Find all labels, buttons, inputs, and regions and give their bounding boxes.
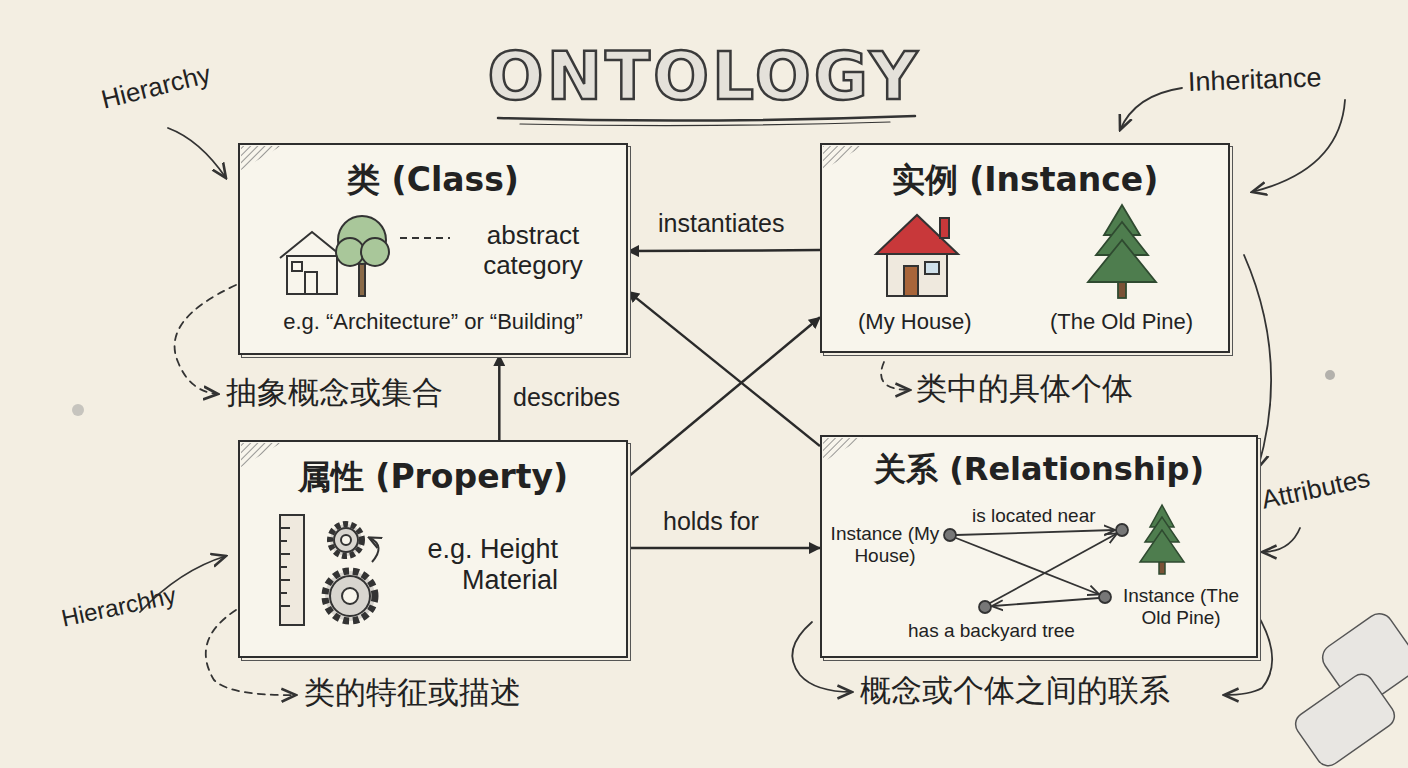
chinese-caption: 概念或个体之间的联系 bbox=[860, 674, 1170, 708]
red-house-icon bbox=[876, 215, 958, 296]
connector-arrow bbox=[628, 250, 820, 251]
title-underline bbox=[498, 116, 915, 121]
node-heading: 实例 (Instance) bbox=[892, 161, 1159, 199]
dash-leader bbox=[400, 237, 450, 239]
node-note: abstract category bbox=[458, 221, 608, 281]
connector-arrow bbox=[628, 291, 820, 446]
gears-icon bbox=[325, 524, 379, 621]
edge-label: describes bbox=[510, 384, 623, 412]
annotation: Attributes bbox=[1259, 463, 1372, 514]
connector-arrow bbox=[498, 355, 501, 440]
tree-icon bbox=[336, 216, 389, 296]
instance-name: (The Old Pine) bbox=[1050, 309, 1193, 334]
concept-box: 类 (Class) abstract category e.g. “Architec… bbox=[238, 143, 628, 355]
connector-arrow bbox=[628, 317, 820, 477]
annotation: Hierarchhy bbox=[59, 582, 178, 632]
instance-name: (My House) bbox=[858, 309, 972, 334]
graph-node-label: Instance (My House) bbox=[828, 523, 942, 567]
dashed-leader bbox=[881, 362, 910, 390]
smudge bbox=[1325, 370, 1335, 380]
eraser bbox=[1291, 608, 1408, 768]
node-heading: 属性 (Property) bbox=[298, 458, 568, 496]
leader-arrow bbox=[168, 128, 226, 178]
node-example: e.g. Height Material bbox=[408, 534, 558, 596]
annotation: Inheritance bbox=[1187, 63, 1322, 97]
title-underline bbox=[520, 122, 890, 126]
relation-graph bbox=[944, 524, 1128, 613]
smudge bbox=[72, 404, 84, 416]
connector-arrow bbox=[628, 547, 820, 550]
concept-box: 关系 (Relationship) Instance (My House) is l… bbox=[820, 435, 1258, 658]
edge-label: holds for bbox=[660, 508, 762, 536]
annotation: Hierarchy bbox=[99, 60, 214, 115]
pine-icon bbox=[1088, 205, 1156, 298]
graph-edge-label: is located near bbox=[972, 505, 1096, 527]
edge-label: instantiates bbox=[655, 210, 787, 238]
ruler-icon bbox=[280, 515, 304, 625]
chinese-caption: 类中的具体个体 bbox=[916, 372, 1133, 406]
leader-arrow bbox=[1120, 88, 1182, 130]
graph-node-label: Instance (The Old Pine) bbox=[1114, 585, 1248, 629]
house-icon bbox=[280, 232, 344, 294]
leader-arrow bbox=[1252, 100, 1345, 192]
concept-box: 属性 (Property) e.g. Height Material bbox=[238, 440, 628, 658]
node-heading: 类 (Class) bbox=[347, 161, 519, 199]
node-example: e.g. “Architecture” or “Building” bbox=[283, 309, 583, 334]
node-heading: 关系 (Relationship) bbox=[874, 451, 1204, 488]
chinese-caption: 抽象概念或集合 bbox=[226, 376, 443, 410]
leader-arrow bbox=[1262, 528, 1300, 552]
corner-hatching bbox=[241, 146, 863, 467]
concept-box: 实例 (Instance) (My House) (The Old Pine) bbox=[820, 143, 1230, 353]
graph-edge-label: has a backyard tree bbox=[908, 620, 1075, 642]
chinese-caption: 类的特征或描述 bbox=[304, 676, 521, 710]
pine-icon-small bbox=[1140, 505, 1184, 574]
